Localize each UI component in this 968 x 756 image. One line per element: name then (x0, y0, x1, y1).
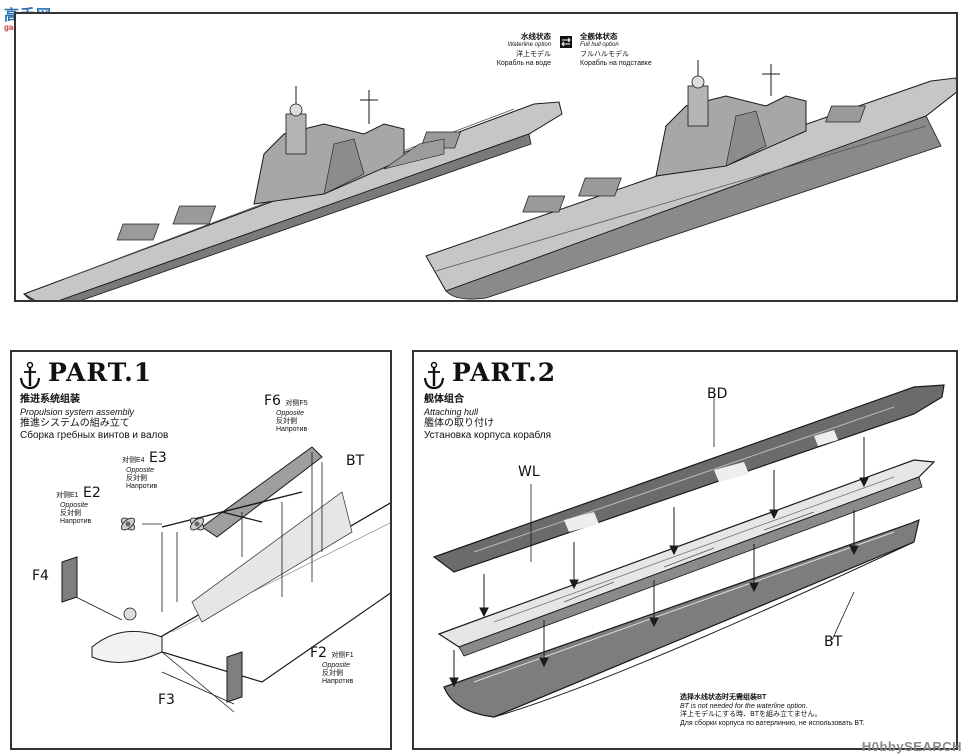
waterline-jp: 洋上モデル (516, 51, 551, 58)
fullhull-en: Full hull option (580, 42, 619, 48)
part1-jp: 推進システムの組み立て (20, 418, 130, 429)
label-F3: F3 (158, 692, 175, 708)
part1-description: 推进系统组装 Propulsion system assembly 推進システム… (20, 394, 168, 442)
waterline-en: Waterline option (507, 42, 551, 48)
waterline-note: 选择水线状态时无需组装BT BT is not needed for the w… (680, 694, 956, 728)
part1-drawing (19, 361, 390, 713)
label-F6-opp-en: Opposite (276, 410, 305, 417)
label-WL: WL (518, 464, 540, 480)
waterline-ru: Корабль на воде (496, 60, 551, 67)
label-F2-opp-ru: Напротив (322, 678, 354, 685)
label-E3-opp-en: Opposite (126, 467, 155, 474)
part2-cn: 舰体组合 (424, 394, 464, 405)
label-E2: 对侧E1 E2 Opposite 反対側 Напротив (56, 484, 101, 526)
part1-cn: 推进系统组装 (20, 394, 80, 405)
waterline-legend: 水线状态 Waterline option 洋上モデル Корабль на в… (411, 32, 551, 68)
label-BD: BD (707, 386, 728, 402)
label-F6-opp-ru: Напротив (276, 426, 308, 433)
fullhull-ship (425, 60, 956, 300)
label-E3-opp-cn: 对侧E4 (122, 457, 145, 464)
label-E3-opp-ru: Напротив (126, 483, 158, 490)
label-E2-opp-ru: Напротив (60, 518, 92, 525)
note-ru: Для сборки корпуса по ватерлинию, не исп… (680, 719, 865, 727)
waterline-ship (22, 86, 563, 300)
label-E2-opp-en: Opposite (60, 502, 89, 509)
label-E2-code: E2 (83, 485, 101, 501)
overview-panel: 水线状态 Waterline option 洋上モデル Корабль на в… (14, 12, 958, 302)
label-F6-opp-cn: 对侧F5 (285, 400, 308, 407)
fullhull-legend: 全舰体状态 Full hull option フルハルモデル Корабль н… (580, 32, 720, 68)
part2-description: 舰体组合 Attaching hull 艦体の取り付け Установка ко… (424, 394, 551, 442)
label-E3-code: E3 (149, 450, 167, 466)
propeller-E3 (189, 517, 205, 531)
watermark: H0bbySEARCH (861, 739, 962, 754)
label-E2-opp-cn: 对侧E1 (56, 492, 79, 499)
note-en: BT is not needed for the waterline optio… (680, 702, 808, 710)
part2-title: PART.2 (452, 358, 557, 387)
label-F6: F6 对侧F5 Opposite 反対側 Напротив (264, 392, 308, 434)
label-F2-opp-jp: 反対側 (322, 670, 343, 677)
label-E3-opp-jp: 反対側 (126, 475, 147, 482)
label-BT-part2: BT (824, 634, 843, 650)
part1-panel: PART.1 推进系统组装 Propulsion system assembly… (10, 350, 392, 750)
part1-ru: Сборка гребных винтов и валов (20, 430, 169, 441)
part1-anchor-icon (19, 361, 41, 390)
label-F6-opp-jp: 反対側 (276, 418, 297, 425)
label-BT-part1-code: BT (346, 453, 365, 469)
label-E2-opp-jp: 反対側 (60, 510, 81, 517)
propeller-E2 (120, 517, 136, 531)
part1-title: PART.1 (48, 358, 153, 387)
fullhull-jp: フルハルモデル (580, 51, 629, 58)
fullhull-ru: Корабль на подставке (580, 60, 652, 67)
note-cn: 选择水线状态时无需组装BT (680, 694, 767, 701)
part2-anchor-icon (423, 361, 445, 390)
label-F2: F2 对侧F1 Opposite 反対側 Напротив (310, 644, 354, 686)
label-F6-code: F6 (264, 393, 281, 409)
label-E3: 对侧E4 E3 Opposite 反対側 Напротив (122, 449, 167, 491)
waterline-cn: 水线状态 (521, 32, 551, 41)
part2-ru: Установка корпуса корабля (424, 430, 551, 441)
part2-jp: 艦体の取り付け (424, 418, 494, 429)
label-BT-part1: BT (346, 452, 364, 470)
part2-en: Attaching hull (424, 407, 479, 417)
fullhull-cn: 全舰体状态 (580, 32, 618, 41)
label-F2-opp-en: Opposite (322, 662, 351, 669)
label-F2-code: F2 (310, 645, 327, 661)
note-jp: 洋上モデルにする時、BTを組み立てません。 (680, 711, 822, 718)
option-swap-icon (560, 36, 572, 48)
part2-drawing (423, 361, 945, 718)
part2-panel: PART.2 舰体组合 Attaching hull 艦体の取り付け Устан… (412, 350, 958, 750)
label-F2-opp-cn: 对侧F1 (331, 652, 354, 659)
ship-overview-drawing (22, 36, 956, 300)
part1-en: Propulsion system assembly (20, 407, 135, 417)
label-F4: F4 (32, 568, 49, 584)
